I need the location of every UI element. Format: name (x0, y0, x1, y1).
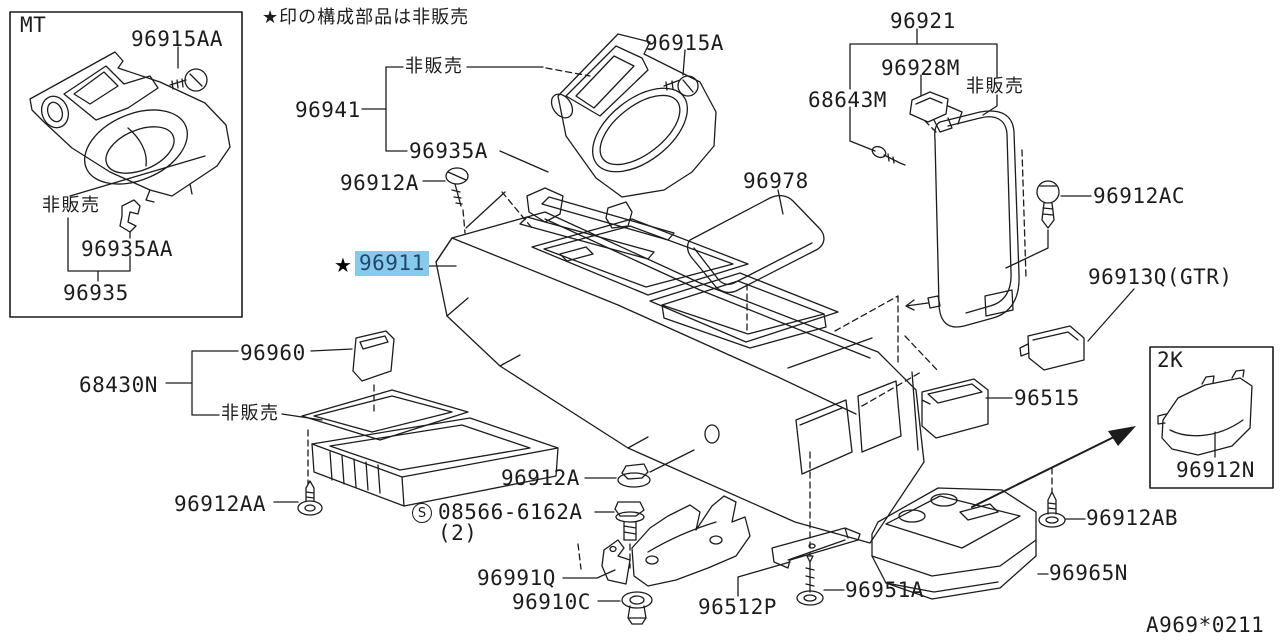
lid-mat-96978 (686, 189, 825, 294)
armrest-group (849, 28, 1020, 328)
part-label-96515: 96515 (1014, 386, 1080, 410)
circled-s-symbol: S (412, 503, 432, 523)
mt-inset-tag: MT (20, 13, 47, 37)
part-label-96512p: 96512P (698, 595, 777, 619)
dashed-assembly-lines (307, 67, 1053, 570)
mt-finisher-drawing (29, 46, 231, 282)
diagram-code: A969*0211 (1146, 613, 1265, 637)
not-sold-label-96941: 非販売 (405, 56, 464, 77)
pocket-lid-96913q (1019, 288, 1135, 371)
part-label-96912ac: 96912AC (1093, 184, 1186, 208)
part-label-96910c: 96910C (512, 590, 591, 614)
mt-inset-box (9, 11, 243, 318)
part-label-96911-highlighted[interactable]: 96911 (355, 251, 429, 276)
part-label-96935aa: 96935AA (81, 237, 174, 261)
part-label-96912a-bottom: 96912A (501, 466, 580, 490)
not-sold-label-68430n: 非販売 (221, 403, 280, 424)
screw-96912a-top (422, 167, 506, 229)
storage-box-68430n (165, 330, 559, 507)
bolt-96912a-bottom (584, 449, 695, 488)
arrow-to-2k (971, 426, 1136, 508)
part-label-96921: 96921 (890, 9, 956, 33)
screw-96912aa (273, 480, 323, 516)
part-label-96991q: 96991Q (477, 566, 556, 590)
bracket-96991q (562, 495, 751, 587)
part-label-96915a: 96915A (645, 31, 724, 55)
bolt-08566 (594, 501, 645, 541)
part-label-96912ab: 96912AB (1086, 506, 1179, 530)
plate-96512p (737, 527, 861, 597)
part-label-68643m: 68643M (808, 88, 887, 112)
part-label-96965n: 96965N (1049, 561, 1128, 585)
part-label-96912n: 96912N (1176, 458, 1255, 482)
part-label-96941: 96941 (295, 98, 361, 122)
pocket-96965n (871, 487, 1049, 600)
part-label-96912a-top: 96912A (340, 171, 419, 195)
ashtray-96515 (921, 378, 1013, 439)
console-body-drawing (435, 211, 925, 544)
screw-96912ac (1005, 180, 1092, 269)
screw-96951a (796, 555, 845, 606)
not-sold-label-96921: 非販売 (966, 76, 1025, 97)
part-label-96935: 96935 (63, 281, 129, 305)
part-label-96935a: 96935A (409, 139, 488, 163)
part-label-96978: 96978 (743, 169, 809, 193)
part-label-96912aa: 96912AA (174, 492, 267, 516)
star-marker-96911: ★ (334, 253, 353, 277)
part-label-68430n: 68430N (79, 373, 158, 397)
quantity-label: (2) (438, 521, 478, 545)
not-sold-label-mt: 非販売 (42, 195, 101, 216)
part-label-96951a: 96951A (845, 578, 924, 602)
2k-inset-box (1149, 346, 1274, 489)
pin-96910c (597, 591, 653, 625)
screw-96912ab (1038, 491, 1086, 528)
part-label-96913q-gtr: 96913Q(GTR) (1088, 265, 1233, 289)
part-label-96915aa: 96915AA (131, 27, 224, 51)
part-label-96928m: 96928M (881, 56, 960, 80)
part-label-96960: 96960 (240, 341, 306, 365)
console-finisher-drawing (361, 33, 717, 260)
part-label-08566-6162a: 08566-6162A (438, 500, 583, 524)
2k-inset-tag: 2K (1157, 348, 1184, 372)
finisher-96912n (1157, 369, 1253, 458)
unsold-parts-note: ★印の構成部品は非販売 (262, 7, 470, 28)
